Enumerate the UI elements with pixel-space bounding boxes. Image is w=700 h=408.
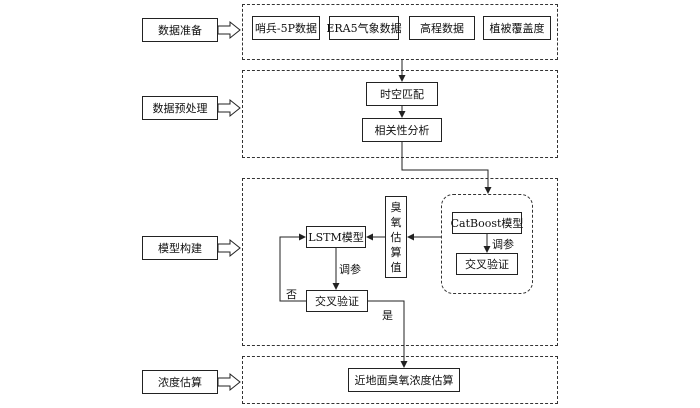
ozone-estimate-box: 臭氧估算值 — [385, 196, 407, 278]
tune-label-catboost: 调参 — [492, 238, 514, 251]
catboost-cv-box: 交叉验证 — [456, 253, 518, 275]
data-source-vegetation: 植被覆盖度 — [483, 16, 551, 40]
stage-arrow-estimate — [217, 372, 241, 392]
data-source-elevation: 高程数据 — [409, 16, 475, 40]
spatiotemporal-match-box: 时空匹配 — [366, 82, 438, 106]
catboost-model-box: CatBoost模型 — [451, 212, 523, 234]
model-container — [242, 178, 558, 346]
data-source-era5: ERA5气象数据 — [326, 16, 402, 40]
prep-container — [242, 4, 558, 60]
stage-arrow-preproc — [217, 98, 241, 118]
estimate-container — [242, 356, 558, 404]
yes-label: 是 — [382, 309, 393, 322]
preproc-container — [242, 70, 558, 158]
output-box: 近地面臭氧浓度估算 — [348, 368, 460, 392]
correlation-analysis-box: 相关性分析 — [362, 118, 442, 142]
catboost-group — [441, 194, 533, 294]
tune-label-lstm: 调参 — [339, 263, 361, 276]
stage-label-prep: 数据准备 — [142, 18, 218, 42]
data-source-sentinel5p: 哨兵-5P数据 — [252, 16, 320, 40]
stage-arrow-model — [217, 238, 241, 258]
stage-arrow-prep — [217, 20, 241, 40]
no-label: 否 — [286, 288, 297, 301]
lstm-cv-box: 交叉验证 — [306, 290, 368, 312]
lstm-model-box: LSTM模型 — [306, 226, 366, 248]
ozone-estimate-label: 臭氧估算值 — [390, 200, 402, 274]
